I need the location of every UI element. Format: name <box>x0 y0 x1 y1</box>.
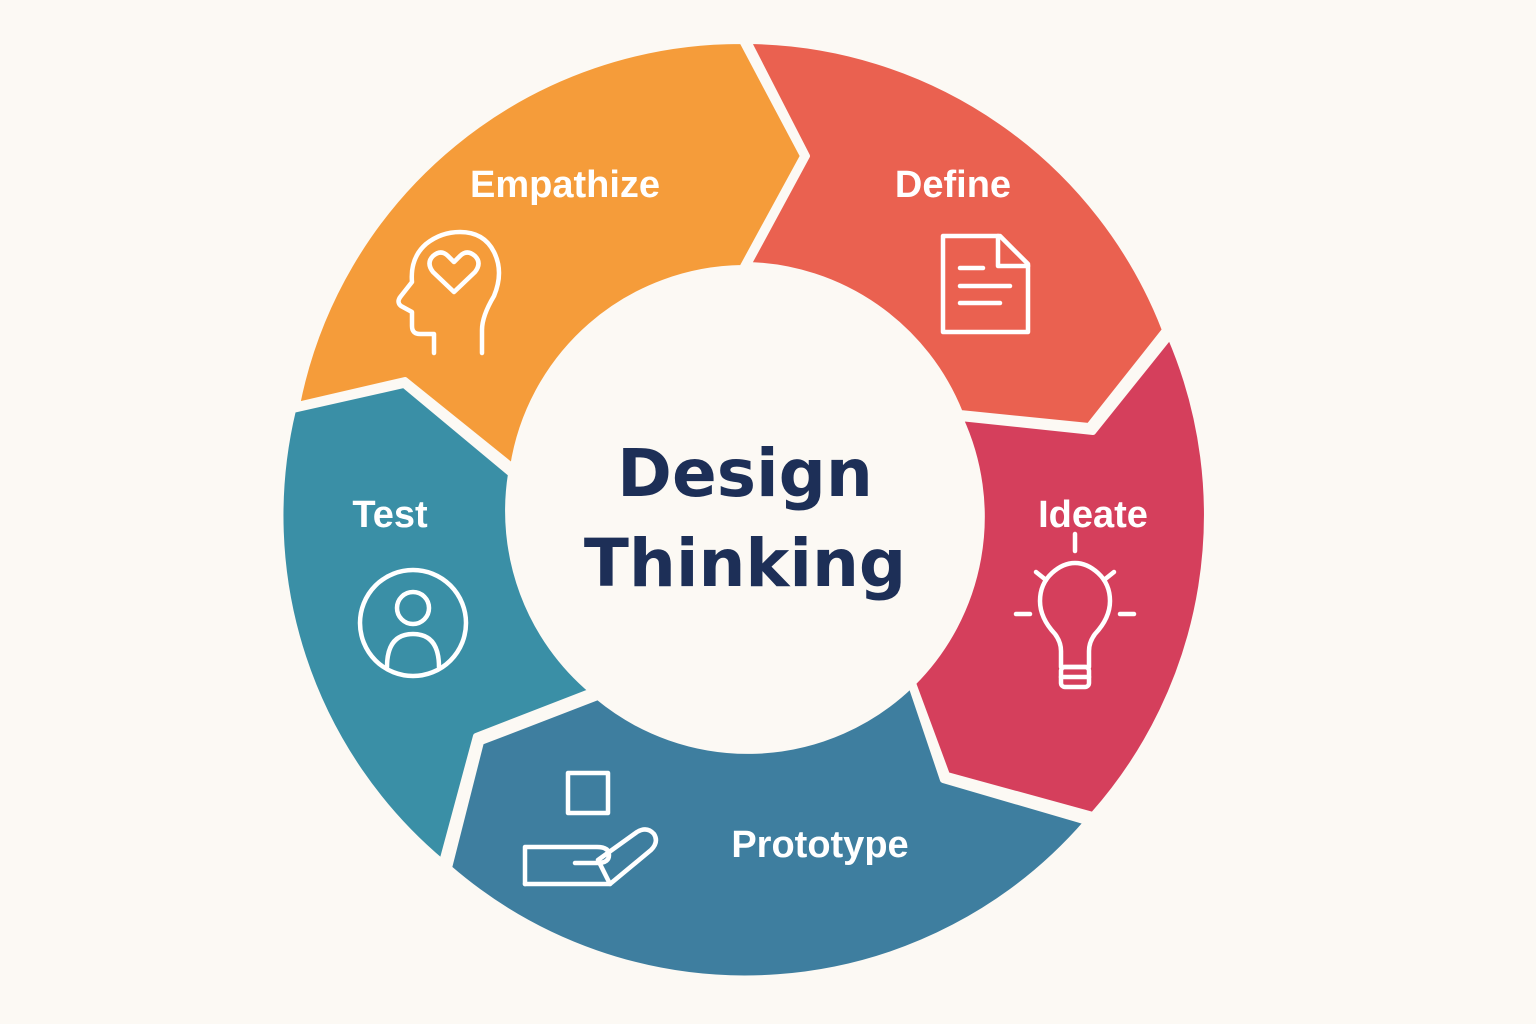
stage-label-ideate: Ideate <box>1038 494 1148 536</box>
center-title-line2: Thinking <box>584 525 906 602</box>
segment-test <box>277 382 595 865</box>
lightbulb-icon <box>1013 531 1137 690</box>
stage-label-empathize: Empathize <box>470 164 660 206</box>
head-heart-icon <box>396 229 502 356</box>
segment-ideate <box>910 333 1210 818</box>
stage-label-prototype: Prototype <box>731 824 908 866</box>
user-circle-icon <box>357 567 469 679</box>
segment-prototype <box>446 682 1090 982</box>
segment-empathize <box>294 37 806 470</box>
segment-define <box>745 38 1168 429</box>
center-title-line1: Design <box>617 435 873 512</box>
hand-box-icon <box>522 770 659 887</box>
document-icon <box>940 233 1031 335</box>
stage-label-define: Define <box>895 164 1011 206</box>
center-circle <box>509 276 981 748</box>
stage-label-test: Test <box>352 494 428 536</box>
